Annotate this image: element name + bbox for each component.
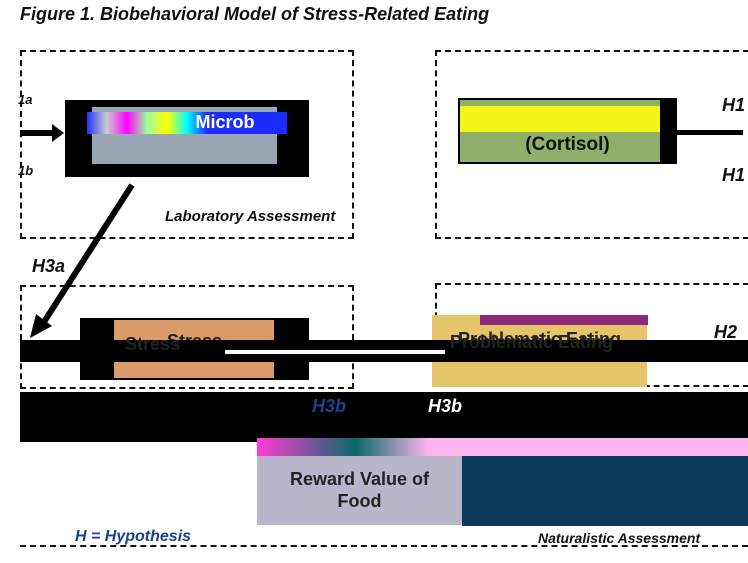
reward-value-label: Reward Value of Food (289, 469, 430, 511)
stress-to-eating-arrow (225, 350, 445, 354)
laboratory-assessment-label: Laboratory Assessment (165, 208, 336, 225)
naturalistic-assessment-label: Naturalistic Assessment (538, 530, 701, 546)
h3a-arrow (30, 183, 135, 338)
arrow-into-microbiome (20, 130, 58, 136)
reward-value-box: Reward Value of Food (257, 455, 462, 525)
arrow-head-microbiome (52, 124, 64, 142)
hypothesis-legend: H = Hypothesis (75, 528, 192, 545)
cortisol-box: (Cortisol) (458, 98, 677, 164)
cortisol-panel (435, 50, 748, 239)
eating-label-overlay: Problematic Eating (450, 332, 614, 352)
h2-label: H2 (714, 322, 738, 342)
h3a-label: H3a (32, 256, 66, 276)
figure-title: Figure 1. Biobehavioral Model of Stress-… (20, 4, 490, 24)
cortisol-label: (Cortisol) (525, 134, 610, 155)
h1b-label: 1b (18, 163, 34, 178)
cortisol-connector (673, 130, 743, 135)
microbiome-label: Microb (195, 112, 255, 132)
reward-band (257, 438, 748, 456)
h1a-label: 1a (18, 92, 33, 107)
bottom-dashed-strip (20, 545, 748, 547)
stress-label-overlay: Stress (125, 334, 181, 354)
reward-dark-block (462, 456, 748, 526)
laboratory-panel (20, 50, 354, 239)
h3b-left-label: H3b (312, 396, 347, 416)
h1-right-label: H1 (722, 165, 746, 185)
stress-panel (20, 285, 354, 389)
h3b-right-label: H3b (428, 396, 463, 416)
h1-top-right-label: H1 (722, 95, 746, 115)
microbiome-box: Microb (65, 100, 309, 177)
corrupted-band-2 (20, 392, 748, 442)
